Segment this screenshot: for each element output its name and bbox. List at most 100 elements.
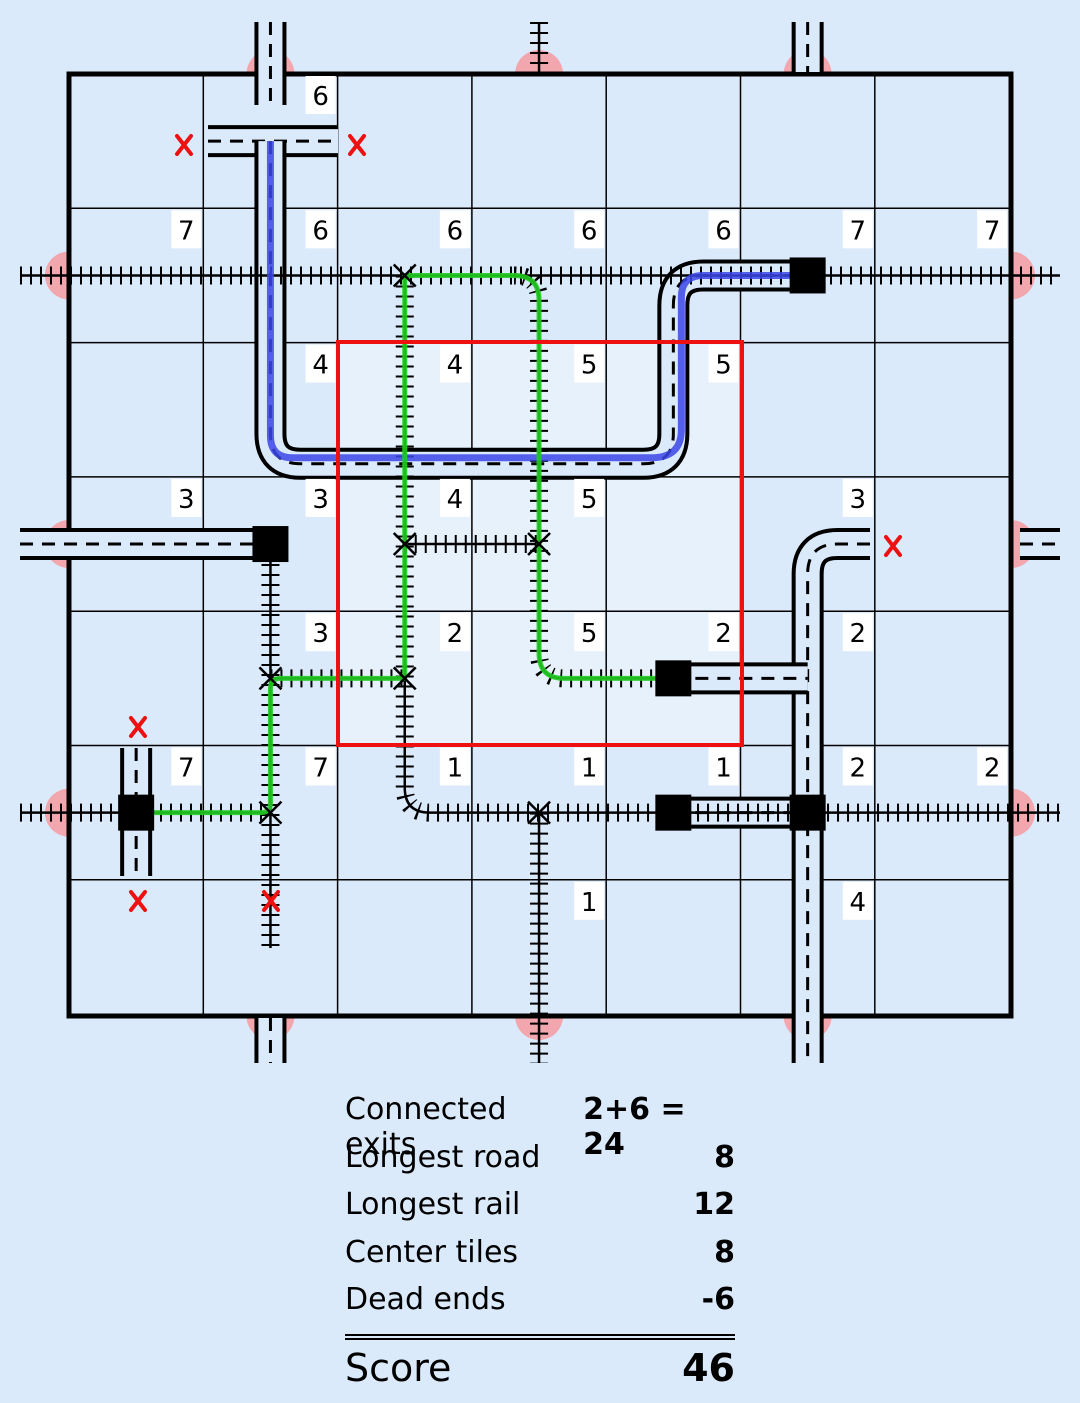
cell-number-bg: [439, 747, 470, 786]
score-label: Connected exits: [345, 1092, 507, 1162]
dead-end-icon: [175, 134, 193, 156]
cell-number-bg: [439, 478, 470, 517]
cell-number-bg: [305, 613, 336, 652]
road-centerline: [806, 542, 870, 1063]
cell-number-bg: [574, 747, 605, 786]
cell-number-bg: [574, 344, 605, 383]
rail-junction-cross: [258, 800, 283, 825]
cell-number: 2: [850, 754, 867, 784]
dead-end-icon: [348, 134, 366, 156]
cell-number-bg: [574, 613, 605, 652]
score-row-dead-ends: Dead ends -6: [345, 1282, 735, 1330]
score-row-center-tiles: Center tiles 8: [345, 1235, 735, 1283]
cell-number-bg: [439, 613, 470, 652]
cell-number: 2: [715, 619, 732, 649]
cell-number: 2: [984, 754, 1001, 784]
stations: [118, 257, 826, 831]
station-block: [789, 257, 826, 294]
cell-number-bg: [708, 613, 739, 652]
cell-number-bg: [171, 747, 202, 786]
cell-number-bg: [171, 210, 202, 249]
cell-number: 3: [850, 485, 867, 515]
dead-end-icon: [129, 890, 147, 912]
dead-end-icon: [884, 535, 902, 557]
station-block: [789, 794, 826, 831]
cell-number-bg: [842, 613, 873, 652]
cell-number: 7: [984, 216, 1001, 246]
station-block: [655, 794, 692, 831]
cell-number-bg: [842, 747, 873, 786]
rail-junction-cross: [527, 800, 551, 825]
rail-junction-cross: [258, 666, 283, 691]
cell-number: 1: [581, 888, 598, 918]
cell-number: 7: [178, 754, 195, 784]
score-label: Dead ends: [345, 1282, 506, 1317]
board-cell[interactable]: [741, 74, 875, 208]
cell-number: 7: [178, 216, 195, 246]
board-cell[interactable]: [741, 343, 875, 477]
score-value: 8: [714, 1234, 735, 1270]
cell-number: 5: [581, 619, 598, 649]
score-value: 12: [693, 1187, 735, 1222]
cell-number: 5: [715, 351, 732, 381]
cell-number: 3: [312, 485, 329, 515]
board-cell[interactable]: [875, 880, 1009, 1014]
score-row-longest-road: Longest road 8: [345, 1140, 735, 1188]
cell-number-bg: [842, 881, 873, 920]
cell-number: 4: [312, 351, 329, 381]
station-block: [655, 660, 692, 697]
score-value: -6: [701, 1282, 735, 1317]
cell-number-bg: [708, 210, 739, 249]
cell-number-bg: [574, 210, 605, 249]
cell-number: 5: [581, 351, 598, 381]
board-cell[interactable]: [606, 74, 740, 208]
board-cell[interactable]: [606, 477, 740, 611]
dead-end-icon: [129, 716, 147, 738]
cell-number: 4: [850, 888, 867, 918]
cell-number-bg: [708, 344, 739, 383]
cell-number-bg: [305, 478, 336, 517]
highlighted-routes: [136, 141, 808, 825]
cell-number: 4: [447, 351, 464, 381]
cell-number: 6: [312, 216, 329, 246]
score-label: Longest rail: [345, 1187, 521, 1222]
cell-number: 5: [581, 485, 598, 515]
longest-rail-highlight: [136, 272, 674, 816]
cell-number-bg: [305, 747, 336, 786]
cell-number: 7: [312, 754, 329, 784]
cell-number: 3: [312, 619, 329, 649]
board-cell[interactable]: [875, 74, 1009, 208]
cell-number: 6: [581, 216, 598, 246]
board-cell[interactable]: [472, 74, 606, 208]
score-row-connected-exits: Connected exits 2+6 = 24: [345, 1092, 735, 1162]
dead-end-icon: [262, 890, 280, 912]
board-cell[interactable]: [69, 343, 203, 477]
board-cell[interactable]: [875, 343, 1009, 477]
cell-number: 6: [447, 216, 464, 246]
cell-number: 6: [715, 216, 732, 246]
board-cell[interactable]: [338, 880, 472, 1014]
score-label: Center tiles: [345, 1234, 519, 1270]
cell-number: 4: [447, 485, 464, 515]
cell-number: 1: [447, 754, 464, 784]
cell-number-bg: [842, 478, 873, 517]
score-divider: [345, 1333, 735, 1340]
board-cell[interactable]: [875, 611, 1009, 745]
cell-number: 1: [715, 754, 732, 784]
cell-number-bg: [708, 747, 739, 786]
board-cell[interactable]: [606, 880, 740, 1014]
cell-number: 6: [312, 82, 329, 112]
cell-number-bg: [439, 210, 470, 249]
cell-number: 3: [178, 485, 195, 515]
center-area-outline: [336, 340, 744, 747]
cell-number-bg: [977, 747, 1008, 786]
cell-number-bg: [574, 478, 605, 517]
score-value: 8: [714, 1139, 735, 1175]
score-total-value: 46: [682, 1345, 735, 1390]
score-row-longest-rail: Longest rail 12: [345, 1187, 735, 1235]
cell-number: 2: [850, 619, 867, 649]
station-block: [252, 526, 289, 563]
cell-number-bg: [305, 344, 336, 383]
